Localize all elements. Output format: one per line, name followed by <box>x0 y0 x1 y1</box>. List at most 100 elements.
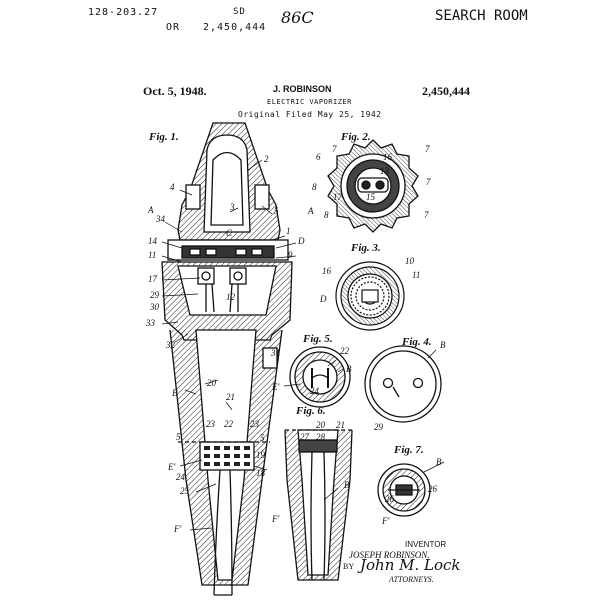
inventor-header: J. ROBINSON <box>273 84 332 94</box>
inventor-name: JOSEPH ROBINSON. <box>349 550 430 560</box>
ref-fig6-21: 21 <box>336 420 345 430</box>
ref-fig2-8b: 8 <box>324 210 329 220</box>
fig2-drawing <box>327 139 419 233</box>
ref-fig1-23a: 23 <box>206 419 216 429</box>
sd-stamp: SD <box>233 7 246 17</box>
ref-fig2-15: 15 <box>366 192 376 202</box>
ref-fig1-14: 14 <box>148 236 158 246</box>
filed-date: Original Filed May 25, 1942 <box>238 110 382 119</box>
ref-fig1-30: 30 <box>149 302 160 312</box>
ref-fig1-17: 17 <box>148 274 158 284</box>
ref-fig1-5a: 5 <box>274 206 279 216</box>
ref-fig3-16: 16 <box>322 266 332 276</box>
ref-fig4-B: B <box>440 340 446 350</box>
ref-fig6-27: 27 <box>300 432 310 442</box>
ref-fig1-11: 11 <box>148 250 156 260</box>
ref-fig1-1: 1 <box>286 226 291 236</box>
ref-fig1-31: 31 <box>270 348 280 358</box>
by-label: BY <box>343 562 355 571</box>
handwritten-number: 86C <box>281 8 314 27</box>
ref-fig2-17: 17 <box>333 192 343 202</box>
ref-fig2-A: A <box>307 206 314 216</box>
leader-lines <box>161 159 445 531</box>
ref-fig1-24: 24 <box>176 472 186 482</box>
ref-fig2-8a: 8 <box>312 182 317 192</box>
ref-fig6-F: F' <box>271 514 280 524</box>
fig3-drawing <box>335 261 405 331</box>
ref-fig5-24: 24 <box>310 386 320 396</box>
ref-fig1-D: D <box>297 236 305 246</box>
attorneys-caption: ATTORNEYS. <box>389 575 434 584</box>
patent-title: ELECTRIC VAPORIZER <box>267 98 352 106</box>
patent-number: 2,450,444 <box>422 84 470 98</box>
side-slot-right <box>254 184 270 210</box>
ref-fig5-22: 22 <box>340 346 350 356</box>
switch-button <box>262 347 278 369</box>
fig4-label: Fig. 4. <box>402 336 432 348</box>
ref-fig1-25: 25 <box>180 486 190 496</box>
fig5-label: Fig. 5. <box>303 333 333 345</box>
ref-fig1-32: 32 <box>165 340 176 350</box>
ref-fig2-13: 13 <box>380 166 390 176</box>
ref-fig1-4: 4 <box>170 182 175 192</box>
ref-fig1-F: F' <box>173 524 182 534</box>
ref-fig1-3: 3 <box>229 202 235 212</box>
inventor-caption: INVENTOR <box>405 540 447 549</box>
ref-fig1-20: 20 <box>207 378 217 388</box>
fig3-label: Fig. 3. <box>351 242 381 254</box>
or-number: 2,450,444 <box>203 22 267 33</box>
ref-fig1-9: 9 <box>288 250 293 260</box>
ref-fig1-21: 21 <box>226 392 235 402</box>
ref-fig1-2: 2 <box>264 154 269 164</box>
ref-fig1-B: B <box>172 388 178 398</box>
ref-fig2-7c: 7 <box>426 177 431 187</box>
ref-fig2-7d: 7 <box>424 210 429 220</box>
socket-block <box>181 245 275 259</box>
ref-fig1-33: 33 <box>145 318 156 328</box>
ref-fig7-B: B <box>436 457 442 467</box>
ref-fig7-F: F' <box>381 516 390 526</box>
reference-numerals: 4 2 3 5 A 34 1 C 14 D 11 9 17 29 12 30 3… <box>145 144 446 534</box>
fig1-label: Fig. 1. <box>149 131 179 143</box>
ref-fig1-22: 22 <box>224 419 234 429</box>
search-room-stamp: SEARCH ROOM <box>435 8 528 24</box>
ref-fig3-11: 11 <box>412 270 420 280</box>
ref-fig7-26b: 26 <box>428 484 438 494</box>
ref-fig6-20: 20 <box>316 420 326 430</box>
ref-fig7-26a: 26 <box>385 494 395 504</box>
ref-fig1-29: 29 <box>150 290 160 300</box>
ref-fig4-29: 29 <box>374 422 384 432</box>
ref-fig2-6: 6 <box>316 152 321 162</box>
ref-fig6-B: B <box>344 480 350 490</box>
ref-fig1-A: A <box>147 205 154 215</box>
ref-fig1-19: 19 <box>256 450 266 460</box>
ref-fig5-B: B <box>346 364 352 374</box>
fig6-drawing <box>284 429 353 581</box>
fig4-drawing <box>364 345 442 423</box>
ref-fig3-D: D <box>319 294 327 304</box>
fig7-label: Fig. 7. <box>394 444 424 456</box>
ref-fig1-23b: 23 <box>250 419 260 429</box>
patent-date: Oct. 5, 1948. <box>143 84 207 98</box>
ref-fig1-E: E' <box>167 462 176 472</box>
fig5-drawing <box>289 346 351 408</box>
ref-fig6-28: 28 <box>316 432 326 442</box>
ref-fig1-34: 34 <box>155 214 166 224</box>
ref-fig1-5c: 5 <box>260 433 265 443</box>
or-label: OR <box>166 22 181 33</box>
bulb <box>210 151 244 226</box>
ref-fig3-10: 10 <box>405 256 415 266</box>
fig6-label: Fig. 6. <box>296 405 326 417</box>
side-slot-left <box>185 184 201 210</box>
ref-fig2-16: 16 <box>383 152 393 162</box>
ref-fig2-7a: 7 <box>332 144 337 154</box>
attorney-signature: John M. Lock <box>360 556 461 574</box>
fig2-label: Fig. 2. <box>341 131 371 143</box>
ref-fig1-18: 18 <box>256 468 266 478</box>
ref-fig1-12: 12 <box>226 292 236 302</box>
ref-fig2-7b: 7 <box>425 144 430 154</box>
class-number-stamp: 128-203.27 <box>88 7 159 18</box>
fig1-drawing <box>161 122 293 596</box>
ref-fig1-5b: 5 <box>176 432 181 442</box>
fig7-drawing <box>377 463 431 517</box>
